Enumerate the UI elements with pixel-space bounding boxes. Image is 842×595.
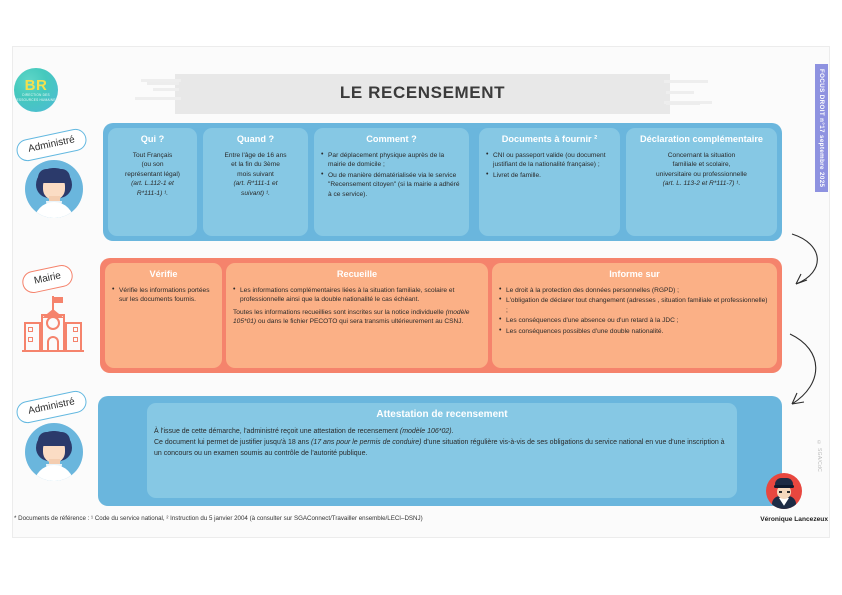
brand-logo: BR DIRECTION DES RESSOURCES HUMAINES	[14, 68, 58, 112]
card-body-quand: Entre l'âge de 16 ans et la fin du 3ème …	[210, 151, 301, 199]
quand-line-3: mois suivant	[237, 170, 274, 178]
actor-mairie: Mairie	[20, 262, 75, 296]
logo-subtitle: DIRECTION DES RESSOURCES HUMAINES	[14, 92, 58, 102]
card-comment: Comment ? Par déplacement physique auprè…	[314, 128, 469, 236]
recueille-bullet-1: Les informations complémentaires liées à…	[233, 284, 481, 305]
card-informe: Informe sur Le droit à la protection des…	[492, 263, 777, 368]
card-documents: Documents à fournir ² CNI ou passeport v…	[479, 128, 620, 236]
card-quand: Quand ? Entre l'âge de 16 ans et la fin …	[203, 128, 308, 236]
card-title-comment: Comment ?	[366, 134, 417, 144]
quand-ref-1: (art. R*111-1 et	[233, 180, 278, 188]
comment-bullet-1: Par déplacement physique auprès de la ma…	[321, 149, 462, 170]
card-body-documents: CNI ou passeport valide (ou document jus…	[486, 149, 613, 181]
qui-line-2: (ou son	[141, 161, 164, 169]
attestation-para1-italic: (modèle 106*02)	[399, 428, 452, 435]
recueille-note-pre: Toutes les informations recueillies sont…	[233, 308, 446, 316]
actor-administre-1: Administré	[14, 126, 89, 164]
logo-initials: BR	[24, 76, 48, 94]
attestation-para2-italic: (17 ans pour le permis de conduire)	[310, 439, 422, 447]
card-body-verifie: Vérifie les informations portées sur les…	[112, 284, 215, 305]
card-title-quand: Quand ?	[236, 134, 275, 144]
card-title-attestation: Attestation de recensement	[376, 409, 508, 420]
informe-bullet-3: Les conséquences d'une absence ou d'un r…	[499, 315, 770, 326]
informe-bullet-2: L'obligation de déclarer tout changement…	[499, 295, 770, 315]
declaration-ref-1: (art. L. 113-2 et R*111-7) ¹.	[662, 180, 741, 188]
informe-bullet-4: Les conséquences possibles d'une double …	[499, 326, 770, 337]
card-declaration: Déclaration complémentaire Concernant la…	[626, 128, 777, 236]
declaration-line-3: universitaire ou professionnelle	[656, 170, 747, 178]
card-verifie: Vérifie Vérifie les informations portées…	[105, 263, 222, 368]
attestation-para1-pre: À l'issue de cette démarche, l'administr…	[154, 428, 400, 435]
quand-ref-2: suivant) ¹.	[241, 189, 270, 197]
recueille-note-post: ou dans le fichier PECOTO qui sera trans…	[256, 318, 464, 326]
focus-droit-label: FOCUS DROIT n°17 septembre 2025	[818, 68, 825, 188]
card-title-recueille: Recueille	[336, 269, 378, 279]
author-avatar	[766, 473, 802, 509]
actor-administre-2: Administré	[14, 388, 89, 426]
card-body-recueille: Les informations complémentaires liées à…	[233, 284, 481, 327]
avatar-administre-2	[25, 423, 83, 481]
mairie-building-icon	[22, 296, 84, 352]
card-body-informe: Le droit à la protection des données per…	[499, 285, 770, 337]
focus-droit-tab: FOCUS DROIT n°17 septembre 2025	[815, 64, 828, 192]
card-title-qui: Qui ?	[140, 134, 165, 144]
card-title-declaration: Déclaration complémentaire	[639, 134, 764, 144]
recueille-note-italic: (modèle 105*01)	[233, 308, 470, 326]
card-recueille: Recueille Les informations complémentair…	[226, 263, 488, 368]
qui-ref-2: R*111-1) ¹.	[136, 189, 169, 197]
quand-line-2: et la fin du 3ème	[231, 161, 280, 169]
arrow-administre-to-mairie	[791, 233, 818, 285]
card-body-attestation: À l'issue de cette démarche, l'administr…	[154, 426, 730, 460]
card-attestation: Attestation de recensement À l'issue de …	[147, 403, 737, 498]
attestation-para2-post: d'une situation régulière vis-à-vis de s…	[154, 439, 725, 458]
attestation-para1-post: .	[451, 428, 454, 435]
card-body-qui: Tout Français (ou son représentant légal…	[115, 151, 190, 199]
attestation-para-1: À l'issue de cette démarche, l'administr…	[154, 426, 730, 437]
informe-bullet-1: Le droit à la protection des données per…	[499, 285, 770, 296]
arrow-mairie-to-attestation	[789, 333, 817, 405]
documents-bullet-2: Livret de famille.	[486, 170, 613, 181]
page-title: LE RECENSEMENT	[339, 83, 506, 102]
qui-line-1: Tout Français	[132, 151, 173, 159]
footnote-references: * Documents de référence : ¹ Code du ser…	[14, 515, 423, 522]
qui-ref-1: (art. L.112-1 et	[131, 180, 174, 188]
documents-bullet-1: CNI ou passeport valide (ou document jus…	[486, 149, 613, 170]
comment-bullet-2: Ou de manière dématérialisée via le serv…	[321, 170, 462, 200]
card-title-informe: Informe sur	[609, 269, 660, 279]
card-body-declaration: Concernant la situation familiale et sco…	[633, 151, 770, 189]
card-body-comment: Par déplacement physique auprès de la ma…	[321, 149, 462, 200]
card-qui: Qui ? Tout Français (ou son représentant…	[108, 128, 197, 236]
recueille-note: Toutes les informations recueillies sont…	[233, 308, 481, 327]
attestation-para-2: Ce document lui permet de justifier jusq…	[154, 437, 730, 459]
declaration-line-1: Concernant la situation	[667, 151, 736, 159]
header-banner	[135, 74, 712, 114]
card-title-documents: Documents à fournir ²	[501, 134, 598, 144]
attestation-para2-pre: Ce document lui permet de justifier jusq…	[154, 439, 311, 447]
qui-line-3: représentant légal)	[125, 170, 180, 178]
author-name: Véronique Lancezeux	[760, 516, 828, 523]
declaration-line-2: familiale et scolaire,	[672, 161, 731, 169]
avatar-administre-1	[25, 160, 83, 218]
card-title-verifie: Vérifie	[149, 269, 178, 279]
verifie-bullet-1: Vérifie les informations portées sur les…	[112, 284, 215, 305]
quand-line-1: Entre l'âge de 16 ans	[224, 151, 287, 159]
side-credit: © SGA/CdC	[816, 440, 822, 473]
